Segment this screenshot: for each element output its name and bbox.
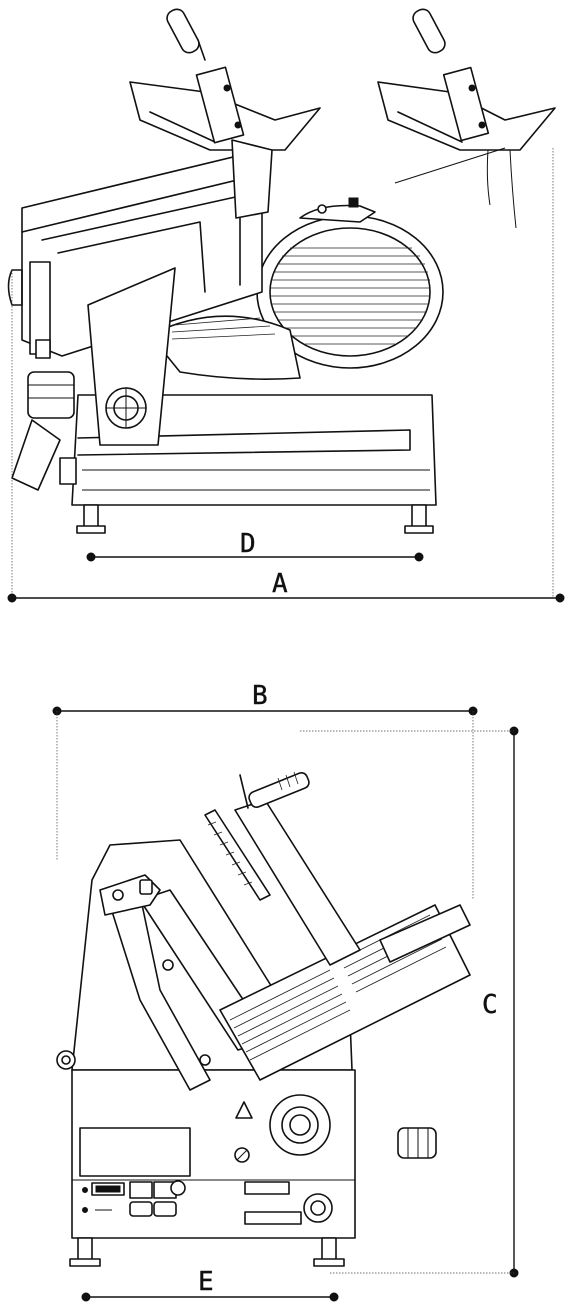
dimension-label-C: C xyxy=(482,990,498,1020)
side-knobs xyxy=(56,1050,437,1223)
carriage-stand xyxy=(87,267,176,446)
slicer-blade-disk xyxy=(256,197,444,369)
gear-knob xyxy=(269,1094,331,1156)
front-elevation-view: D A xyxy=(7,8,565,603)
dimension-B xyxy=(52,706,478,900)
side-elevation-view: B C xyxy=(52,681,519,1302)
pusher-detail-view xyxy=(377,8,556,229)
dimension-label-A: A xyxy=(272,569,288,599)
dimension-label-D: D xyxy=(240,529,256,559)
side-knob xyxy=(11,371,75,491)
side-feet xyxy=(69,1237,345,1267)
side-carriage xyxy=(219,904,471,1081)
side-pusher-arm xyxy=(204,771,361,966)
control-panel xyxy=(82,1180,186,1217)
dimension-label-B: B xyxy=(252,681,268,711)
dimension-D xyxy=(86,552,424,562)
dimension-label-E: E xyxy=(198,1267,214,1297)
side-top-holder xyxy=(99,874,161,916)
side-pusher-handle xyxy=(248,771,310,809)
machine-feet xyxy=(76,504,434,534)
machine-base xyxy=(59,394,437,506)
pusher-handle xyxy=(166,8,200,54)
food-pusher xyxy=(129,8,321,219)
product-carriage xyxy=(7,149,263,359)
dimension-C xyxy=(300,726,519,1278)
dimension-A xyxy=(7,148,565,603)
dimension-E xyxy=(81,1292,339,1302)
blade-guard xyxy=(149,315,301,380)
